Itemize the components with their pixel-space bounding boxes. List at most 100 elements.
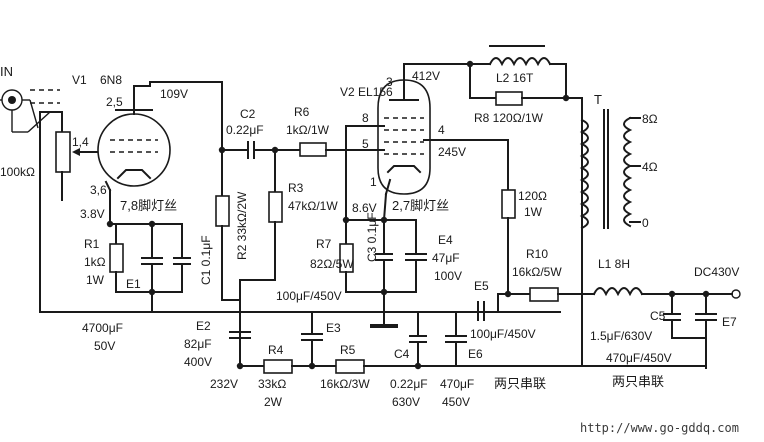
e3-capacitor	[301, 311, 323, 367]
l1-label: L1 8H	[598, 257, 630, 271]
v1-pins-25: 2,5	[106, 95, 123, 109]
e7-value: 470μF/450V	[606, 351, 672, 365]
v2-screen-voltage: 245V	[438, 145, 466, 159]
v2-pin5: 5	[362, 137, 369, 151]
c4-voltage: 630V	[392, 395, 420, 409]
e4-cap: 47μF	[432, 251, 460, 265]
r1-watt: 1W	[86, 273, 105, 287]
e7-capacitor	[695, 293, 717, 369]
r8-resistor	[469, 91, 567, 106]
v1-type: 6N8	[100, 73, 122, 87]
r6-resistor	[299, 142, 363, 157]
r3-value: 47kΩ/1W	[288, 199, 338, 213]
r5-value: 16kΩ/3W	[320, 377, 370, 391]
e7-name: E7	[722, 315, 737, 329]
e5-name: E5	[474, 279, 489, 293]
r3-name: R3	[288, 181, 304, 195]
v1-cathode-voltage: 3.8V	[80, 207, 105, 221]
r1-name: R1	[84, 237, 100, 251]
v2-tube	[377, 63, 431, 196]
v2-heater-note: 2,7脚灯丝	[392, 198, 449, 213]
v2-pin8: 8	[362, 111, 369, 125]
transformer-label: T	[594, 92, 602, 107]
e1-rail-value: 100μF/450V	[276, 289, 342, 303]
r8-label: R8 120Ω/1W	[474, 111, 544, 125]
c4-capacitor	[409, 311, 427, 367]
r7-value: 82Ω/5W	[310, 257, 354, 271]
e6-name: E6	[468, 347, 483, 361]
c5-value: 1.5μF/630V	[590, 329, 652, 343]
v2-cathode-voltage: 8.6V	[352, 201, 377, 215]
r10-value: 16kΩ/5W	[512, 265, 562, 279]
e4-voltage: 100V	[434, 269, 462, 283]
e3-label: E3	[326, 321, 341, 335]
c4-value: 0.22μF	[390, 377, 428, 391]
bottom-cap-voltage: 50V	[94, 339, 115, 353]
c3-value: C3 0.1μF	[365, 212, 379, 262]
e2-name: E2	[196, 319, 211, 333]
c3-capacitor	[375, 219, 393, 293]
r4-name: R4	[268, 343, 284, 357]
e7-series-note: 两只串联	[612, 374, 664, 389]
source-url: http://www.go-gddq.com	[580, 421, 739, 435]
v1-tube	[97, 85, 171, 206]
e1-label: E1	[126, 277, 141, 291]
r5-name: R5	[340, 343, 356, 357]
c1-value: C1 0.1μF	[199, 235, 213, 285]
r6-value: 1kΩ/1W	[286, 123, 330, 137]
c2-value: 0.22μF	[226, 123, 264, 137]
e6-capacitor	[445, 311, 467, 367]
output-transformer	[579, 109, 641, 230]
r9-resistor	[501, 189, 516, 295]
v2-plate-voltage: 412V	[412, 69, 440, 83]
r4-value: 33kΩ	[258, 377, 286, 391]
r2-resistor	[215, 149, 241, 327]
pot-value: 100kΩ	[0, 165, 35, 179]
c5-capacitor	[663, 293, 681, 339]
r7-name: R7	[316, 237, 332, 251]
r9-value: 120Ω	[518, 189, 547, 203]
tap-4ohm: 4Ω	[642, 160, 658, 174]
v1-heater-note: 7,8脚灯丝	[120, 198, 177, 213]
v1-label: V1	[72, 73, 87, 87]
e1-capacitor	[141, 223, 163, 293]
v1-pins-14: 1,4	[72, 135, 89, 149]
in-label: IN	[0, 64, 13, 79]
tap-0: 0	[642, 216, 649, 230]
r7-resistor	[339, 219, 354, 293]
e4-capacitor	[405, 219, 427, 293]
c1-capacitor	[173, 223, 191, 293]
l1-choke	[592, 287, 733, 297]
e6-cap: 470μF	[440, 377, 474, 391]
v2-pin1: 1	[370, 175, 377, 189]
e5-capacitor	[439, 293, 509, 321]
dc-supply: DC430V	[694, 265, 739, 279]
e5-value: 100μF/450V	[470, 327, 536, 341]
tap-8ohm: 8Ω	[642, 112, 658, 126]
v2-label: V2 EL156	[340, 85, 393, 99]
r1-value: 1kΩ	[84, 255, 106, 269]
bottom-cap-value: 4700μF	[82, 321, 123, 335]
r4-watt: 2W	[264, 395, 283, 409]
l2-label: L2 16T	[496, 71, 534, 85]
r2-value: R2 33kΩ/2W	[235, 191, 249, 260]
e2-capacitor	[229, 331, 251, 339]
e2-cap: 82μF	[184, 337, 212, 351]
rail-voltage: 232V	[210, 377, 238, 391]
v2-pin3: 3	[386, 75, 393, 89]
c5-name: C5	[650, 309, 666, 323]
e6-series-note: 两只串联	[494, 376, 546, 391]
e6-voltage: 450V	[442, 395, 470, 409]
volume-potentiometer	[39, 111, 111, 201]
v1-plate-voltage: 109V	[160, 87, 188, 101]
c4-name: C4	[394, 347, 410, 361]
r6-name: R6	[294, 105, 310, 119]
r10-name: R10	[526, 247, 548, 261]
r3-resistor	[239, 149, 283, 301]
v2-pin4: 4	[438, 123, 445, 137]
r1-resistor	[109, 223, 124, 293]
r9-watt: 1W	[524, 205, 543, 219]
r10-resistor	[507, 287, 595, 302]
